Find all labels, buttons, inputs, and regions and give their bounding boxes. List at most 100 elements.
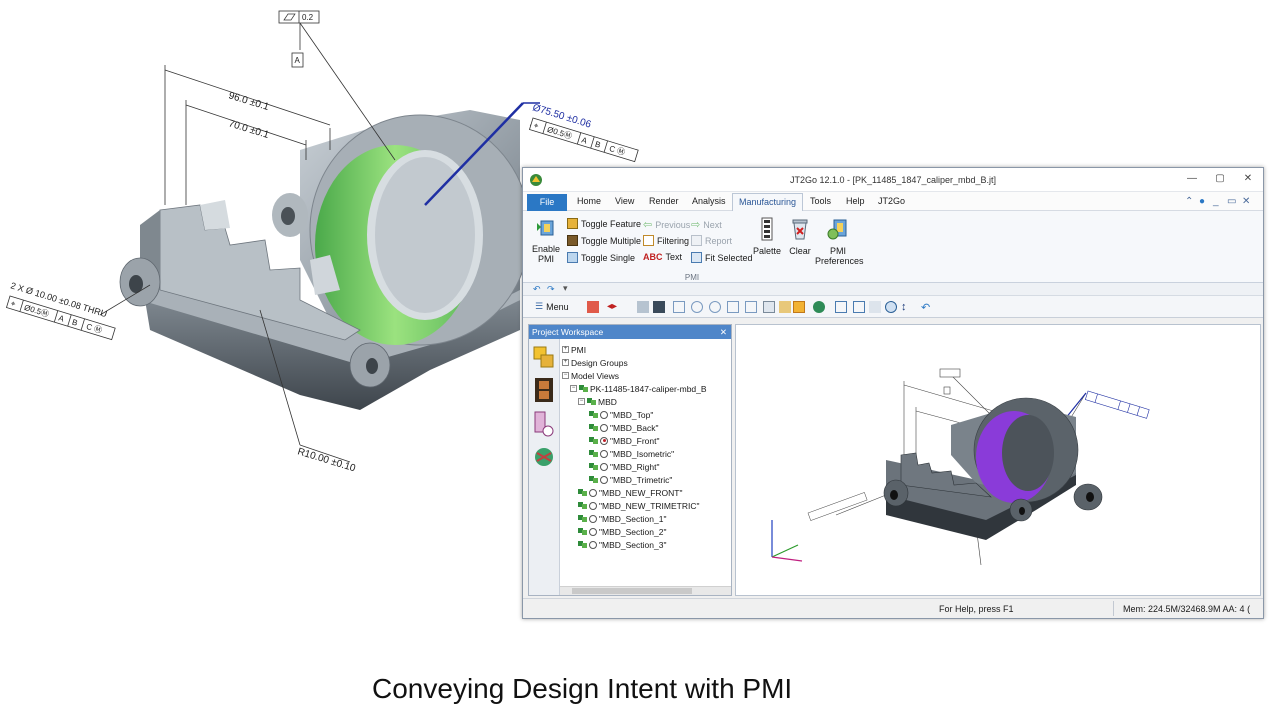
tree-item[interactable]: "MBD_Section_1" <box>562 512 731 525</box>
tree-expander-icon[interactable]: + <box>562 346 569 353</box>
toolbar-tool-icon[interactable] <box>745 301 757 313</box>
tree-item[interactable]: "MBD_Back" <box>562 421 731 434</box>
view-radio-icon[interactable] <box>600 462 608 471</box>
next-button[interactable]: ⇨ Next <box>691 219 722 231</box>
view-radio-icon[interactable] <box>589 501 597 510</box>
tree-item[interactable]: "MBD_Isometric" <box>562 447 731 460</box>
tab-jt2go[interactable]: JT2Go <box>878 196 906 206</box>
tree-item[interactable]: "MBD_Front" <box>562 434 731 447</box>
tree-item[interactable]: "MBD_Section_2" <box>562 525 731 538</box>
tree-expander-icon[interactable]: − <box>570 385 577 392</box>
file-menu[interactable]: File <box>527 194 567 211</box>
mdi-close-icon[interactable]: ✕ <box>1242 196 1251 207</box>
view-radio-icon[interactable] <box>600 410 608 419</box>
tab-analysis[interactable]: Analysis <box>692 196 726 206</box>
tab-home[interactable]: Home <box>577 196 602 206</box>
toggle-multiple-button[interactable]: Toggle Multiple <box>567 235 641 246</box>
redo-icon[interactable]: ↷ <box>547 284 555 294</box>
refresh-icon[interactable] <box>885 301 897 313</box>
shaded-icon[interactable] <box>779 301 791 313</box>
pmi-preferences-button[interactable]: PMI Preferences <box>815 217 864 266</box>
view-radio-icon[interactable] <box>589 527 597 536</box>
filtering-button[interactable]: Filtering <box>643 235 689 246</box>
step-back-icon[interactable]: ◂▸ <box>607 301 618 312</box>
tree-item[interactable]: "MBD_Section_3" <box>562 538 731 551</box>
toolbar-tool-icon[interactable] <box>727 301 739 313</box>
view-radio-icon[interactable] <box>600 436 608 445</box>
view-radio-icon[interactable] <box>589 514 597 523</box>
view-toolbar: ☰ Menu ◂▸ ↕ ↶ <box>523 296 1263 318</box>
tree-item[interactable]: −PK-11485-1847-caliper-mbd_B <box>562 382 731 395</box>
toolbar-tool-icon[interactable] <box>653 301 665 313</box>
view-radio-icon[interactable] <box>589 540 597 549</box>
mdi-minimize-icon[interactable]: _ <box>1213 196 1219 207</box>
globe-icon[interactable] <box>813 301 825 313</box>
tree-item[interactable]: "MBD_NEW_TRIMETRIC" <box>562 499 731 512</box>
tree-item[interactable]: "MBD_Trimetric" <box>562 473 731 486</box>
customize-qat-icon[interactable]: ▾ <box>563 283 568 293</box>
toolbar-tool-icon[interactable] <box>587 301 599 313</box>
tree-item[interactable]: "MBD_Top" <box>562 408 731 421</box>
previous-button[interactable]: ⇦ Previous <box>643 219 691 231</box>
view-radio-icon[interactable] <box>600 475 608 484</box>
3d-viewport[interactable] <box>735 324 1261 596</box>
view-radio-icon[interactable] <box>589 488 597 497</box>
assembly-tab-icon[interactable] <box>533 345 555 369</box>
grid-icon[interactable] <box>853 301 865 313</box>
tree-item[interactable]: +PMI <box>562 343 731 356</box>
tree-item[interactable]: −Model Views <box>562 369 731 382</box>
workspace-side-tabs <box>529 339 560 595</box>
toolbar-tool-icon[interactable] <box>637 301 649 313</box>
minimize-button[interactable]: — <box>1187 173 1197 184</box>
tab-render[interactable]: Render <box>649 196 679 206</box>
tree-item[interactable]: +Design Groups <box>562 356 731 369</box>
view-radio-icon[interactable] <box>600 449 608 458</box>
maximize-button[interactable]: ▢ <box>1215 173 1225 184</box>
tree-item[interactable]: "MBD_Right" <box>562 460 731 473</box>
chevron-up-icon[interactable]: ⌃ <box>1185 196 1194 207</box>
text-button[interactable]: ABC Text <box>643 252 683 262</box>
help-icon[interactable]: ● <box>1199 196 1206 207</box>
tree-expander-icon[interactable]: − <box>562 372 569 379</box>
undo-view-icon[interactable]: ↶ <box>921 302 931 314</box>
views-tab-icon[interactable] <box>533 445 555 469</box>
report-button[interactable]: Report <box>691 235 732 246</box>
project-workspace-panel: Project Workspace ✕ <box>528 324 732 596</box>
status-memory: Mem: 224.5M/32468.9M AA: 4 ( <box>1123 604 1251 614</box>
orbit-icon[interactable] <box>709 301 721 313</box>
film-tab-icon[interactable] <box>533 377 555 403</box>
fit-selected-button[interactable]: Fit Selected <box>691 252 753 263</box>
fit-all-icon[interactable] <box>835 301 847 313</box>
tab-view[interactable]: View <box>615 196 635 206</box>
tree-expander-icon[interactable]: − <box>578 398 585 405</box>
toggle-feature-button[interactable]: Toggle Feature <box>567 218 641 229</box>
close-button[interactable]: ✕ <box>1243 173 1253 184</box>
workspace-close-icon[interactable]: ✕ <box>719 327 727 337</box>
tree-item-label: "MBD_Section_2" <box>599 526 667 537</box>
menu-button[interactable]: ☰ Menu <box>535 301 569 312</box>
clear-button[interactable]: Clear <box>785 217 815 256</box>
tab-tools[interactable]: Tools <box>810 196 832 206</box>
sort-icon[interactable]: ↕ <box>901 301 907 313</box>
tab-manufacturing[interactable]: Manufacturing <box>732 193 804 211</box>
pan-icon[interactable] <box>691 301 703 313</box>
pmi-tab-icon[interactable] <box>533 411 555 437</box>
palette-button[interactable]: Palette <box>751 217 783 256</box>
view-radio-icon[interactable] <box>600 423 608 432</box>
tree-expander-icon[interactable]: + <box>562 359 569 366</box>
tab-help[interactable]: Help <box>846 196 865 206</box>
datum-frame: 0.2 A <box>278 10 320 68</box>
tree-item[interactable]: −MBD <box>562 395 731 408</box>
toolbar-tool-icon[interactable] <box>869 301 881 313</box>
enable-pmi-button[interactable]: Enable PMI <box>529 217 563 264</box>
rotate-icon[interactable] <box>673 301 685 313</box>
toggle-single-button[interactable]: Toggle Single <box>567 252 635 263</box>
undo-icon[interactable]: ↶ <box>533 284 541 294</box>
workspace-scrollbar[interactable] <box>560 586 731 595</box>
mdi-restore-icon[interactable]: ▭ <box>1227 196 1237 207</box>
jt2go-app-icon[interactable] <box>529 173 543 187</box>
highlight-icon[interactable] <box>793 301 805 313</box>
tree-item[interactable]: "MBD_NEW_FRONT" <box>562 486 731 499</box>
status-help-text: For Help, press F1 <box>939 604 1014 614</box>
box-view-icon[interactable] <box>763 301 775 313</box>
